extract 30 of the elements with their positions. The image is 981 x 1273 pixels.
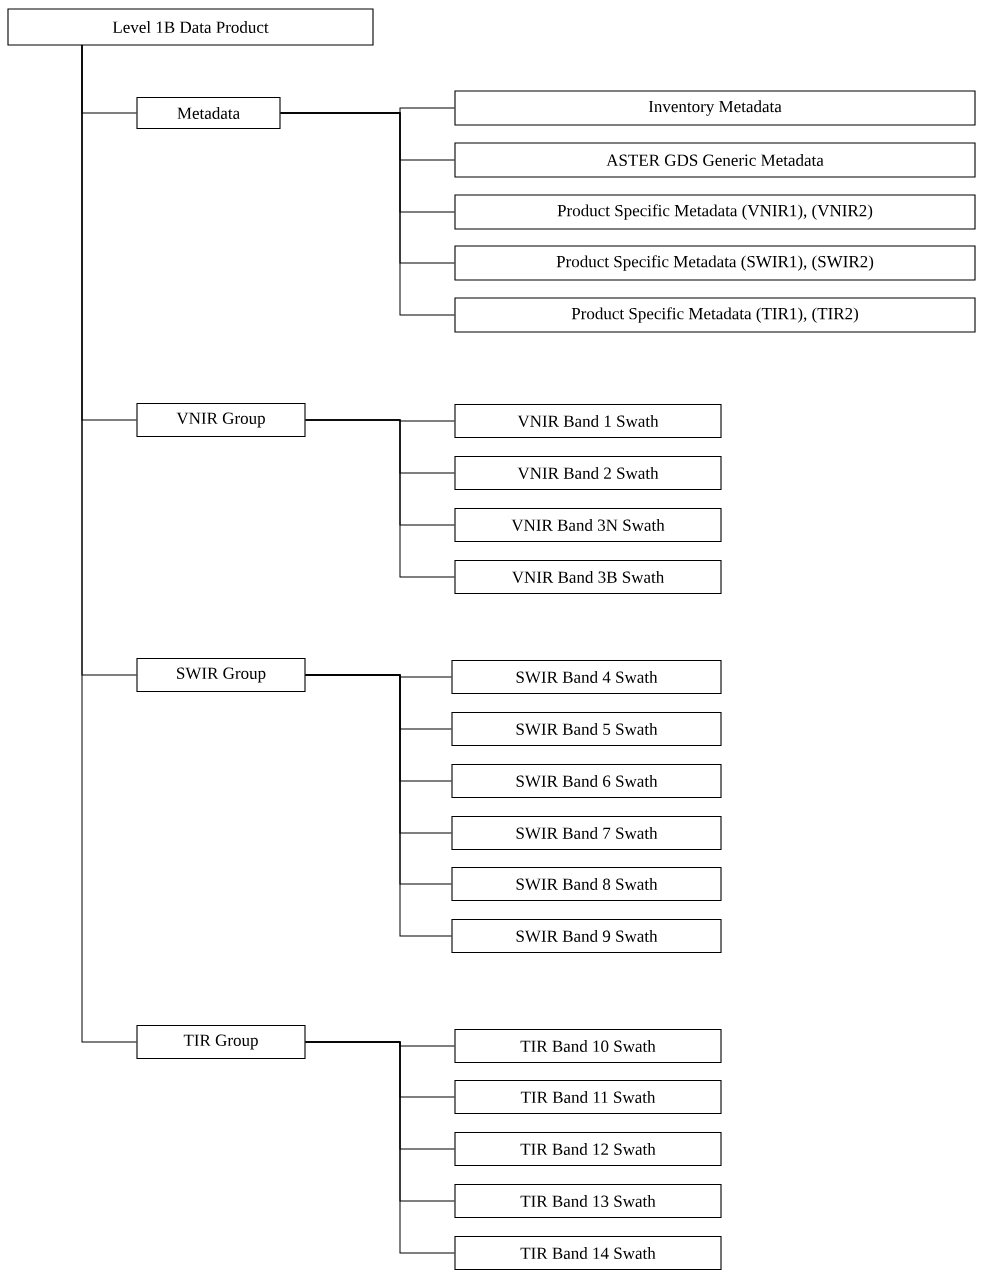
tree-box: SWIR Group bbox=[136, 657, 306, 693]
tree-box: SWIR Band 7 Swath bbox=[451, 815, 722, 851]
connector-line bbox=[305, 419, 455, 578]
tree-box: TIR Band 11 Swath bbox=[454, 1079, 722, 1115]
tree-box: SWIR Band 8 Swath bbox=[451, 866, 722, 902]
tree-box: VNIR Group bbox=[136, 402, 306, 438]
tree-box: Inventory Metadata bbox=[454, 90, 976, 126]
tree-box: TIR Band 10 Swath bbox=[454, 1028, 722, 1064]
tree-box: VNIR Band 3N Swath bbox=[454, 507, 722, 543]
tree-box: Level 1B Data Product bbox=[7, 8, 374, 46]
tree-box: VNIR Band 1 Swath bbox=[454, 403, 722, 439]
tree-box: Product Specific Metadata (TIR1), (TIR2) bbox=[454, 297, 976, 333]
tree-box: SWIR Band 6 Swath bbox=[451, 763, 722, 799]
connector-line bbox=[280, 112, 455, 316]
tree-box: ASTER GDS Generic Metadata bbox=[454, 142, 976, 178]
tree-box: TIR Group bbox=[136, 1024, 306, 1060]
connector-line bbox=[305, 1041, 455, 1254]
tree-box: TIR Band 14 Swath bbox=[454, 1235, 722, 1271]
tree-box: TIR Band 12 Swath bbox=[454, 1131, 722, 1167]
tree-box: Product Specific Metadata (VNIR1), (VNIR2) bbox=[454, 194, 976, 230]
tree-box: SWIR Band 9 Swath bbox=[451, 918, 722, 954]
connector-line bbox=[81, 44, 137, 1043]
tree-box: Metadata bbox=[136, 96, 281, 130]
tree-box: SWIR Band 5 Swath bbox=[451, 711, 722, 747]
connector-line bbox=[305, 674, 452, 937]
tree-box: SWIR Band 4 Swath bbox=[451, 659, 722, 695]
tree-box: Product Specific Metadata (SWIR1), (SWIR2) bbox=[454, 245, 976, 281]
tree-box: VNIR Band 3B Swath bbox=[454, 559, 722, 595]
tree-box: TIR Band 13 Swath bbox=[454, 1183, 722, 1219]
tree-box: VNIR Band 2 Swath bbox=[454, 455, 722, 491]
